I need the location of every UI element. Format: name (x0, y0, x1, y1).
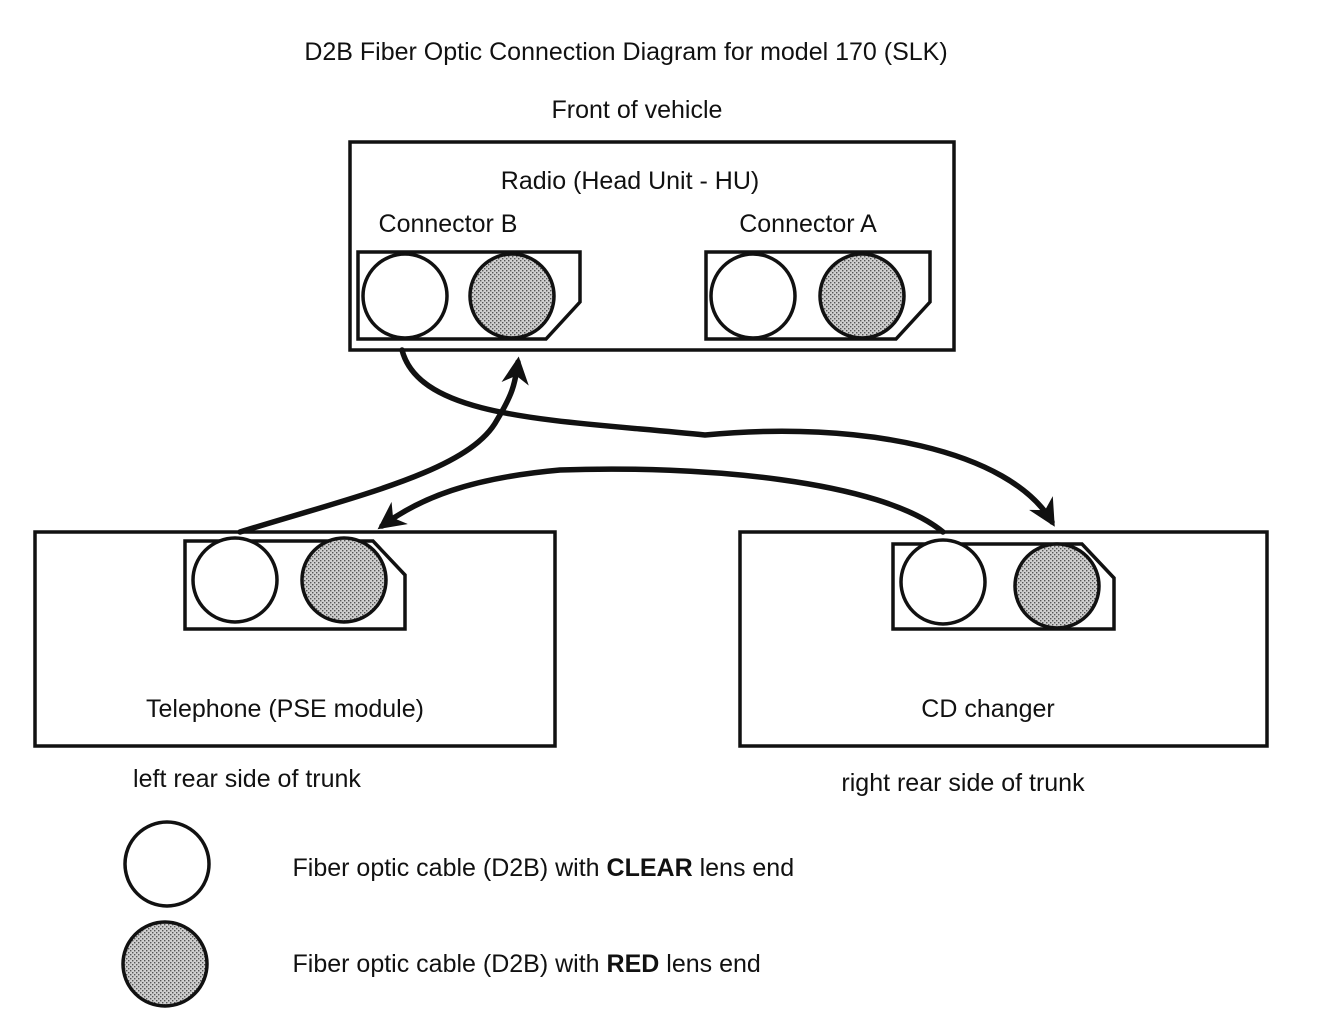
cd-changer-box (738, 530, 1269, 748)
cd-changer-location: right rear side of trunk (841, 769, 1085, 797)
connector-b-label: Connector B (379, 210, 518, 238)
connector-b (356, 250, 582, 341)
telephone-label: Telephone (PSE module) (146, 695, 424, 723)
legend-red-emphasis: RED (607, 950, 660, 978)
legend-clear-emphasis: CLEAR (607, 854, 693, 882)
legend-clear-lens-icon (123, 820, 211, 908)
radio-head-unit: Radio (Head Unit - HU) Connector B Conne… (348, 140, 956, 352)
connector-b-red-lens (468, 252, 556, 340)
cable-telephone-to-radio-b (237, 356, 529, 535)
telephone-connector (183, 536, 407, 631)
telephone-red-lens (300, 536, 388, 624)
cd-changer: CD changer (738, 530, 1269, 748)
diagram-title: D2B Fiber Optic Connection Diagram for m… (304, 38, 947, 66)
connector-a-label: Connector A (739, 210, 877, 238)
radio-label: Radio (Head Unit - HU) (501, 167, 759, 195)
telephone-box (33, 530, 557, 748)
connector-a-red-lens (818, 252, 906, 340)
legend: Fiber optic cable (D2B) with CLEAR lens … (121, 820, 843, 1008)
legend-clear-text: Fiber optic cable (D2B) with CLEAR lens … (230, 854, 843, 882)
legend-clear-suffix: lens end (693, 854, 794, 882)
legend-red-entry: Fiber optic cable (D2B) with RED lens en… (121, 920, 809, 1008)
cd-changer-clear-lens (899, 538, 987, 626)
connector-a-housing (704, 250, 932, 341)
connector-b-clear-lens (361, 252, 449, 340)
connector-a-clear-lens (709, 252, 797, 340)
legend-clear-prefix: Fiber optic cable (D2B) with (293, 854, 607, 882)
cd-changer-label: CD changer (921, 695, 1054, 723)
connector-b-housing (356, 250, 582, 341)
front-of-vehicle-label: Front of vehicle (552, 96, 723, 124)
telephone-clear-lens (191, 536, 279, 624)
connector-a (704, 250, 932, 341)
radio-box (348, 140, 956, 352)
legend-red-prefix: Fiber optic cable (D2B) with (293, 950, 607, 978)
legend-red-text: Fiber optic cable (D2B) with RED lens en… (230, 950, 809, 978)
cd-changer-connector (891, 538, 1116, 631)
telephone-module: Telephone (PSE module) (33, 530, 557, 748)
legend-red-lens-icon (121, 920, 209, 1008)
cable-radio-b-to-cd-changer (399, 347, 1055, 527)
cable-cd-changer-to-telephone (377, 466, 946, 535)
telephone-location: left rear side of trunk (133, 765, 361, 793)
legend-clear-entry: Fiber optic cable (D2B) with CLEAR lens … (123, 820, 843, 908)
cd-changer-red-lens (1013, 542, 1101, 630)
legend-red-suffix: lens end (659, 950, 760, 978)
